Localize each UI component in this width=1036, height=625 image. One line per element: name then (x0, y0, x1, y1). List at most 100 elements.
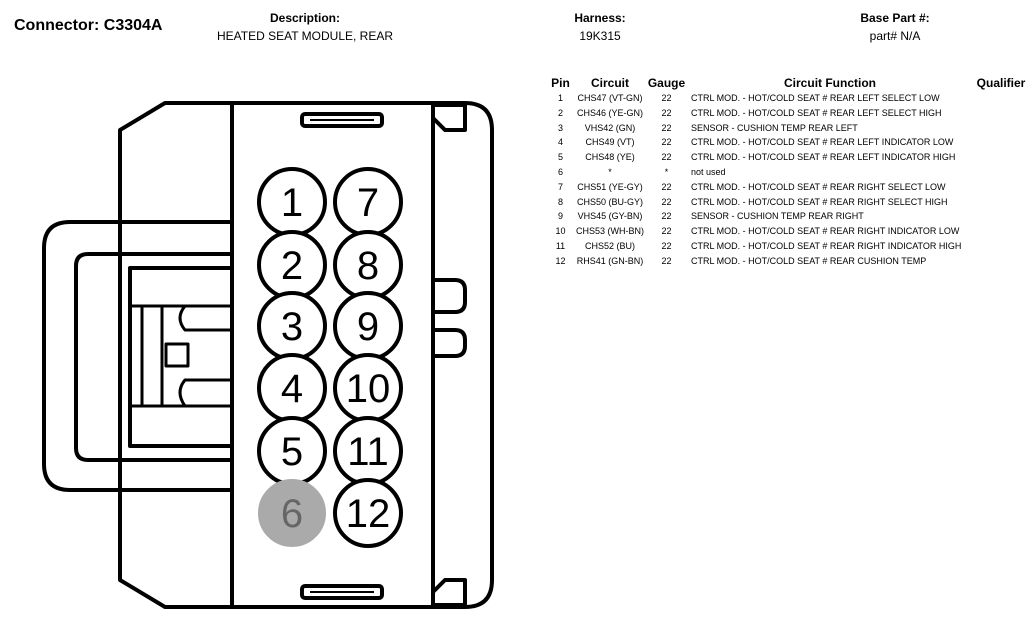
pin-number-label: 8 (357, 244, 379, 288)
cell-pin: 11 (555, 240, 566, 251)
cell-function: CTRL MOD. - HOT/COLD SEAT # REAR LEFT SE… (691, 93, 940, 103)
cell-function: CTRL MOD. - HOT/COLD SEAT # REAR RIGHT I… (691, 226, 960, 237)
cell-gauge: 22 (661, 255, 672, 266)
cell-circuit: * (608, 166, 612, 177)
cell-gauge: 22 (661, 107, 672, 118)
cell-function: CTRL MOD. - HOT/COLD SEAT # REAR RIGHT S… (691, 196, 948, 207)
cell-qualifier (971, 224, 1031, 239)
right-bump-lower (433, 328, 467, 358)
cell-qualifier (971, 239, 1031, 254)
cell-pin: 12 (555, 255, 566, 266)
cell-pin: 4 (557, 137, 563, 148)
cell-qualifier (971, 106, 1031, 121)
cell-qualifier (971, 91, 1031, 106)
pin-number-label: 12 (346, 492, 391, 536)
right-bump-upper (433, 278, 467, 314)
pin-number-label: 9 (357, 305, 379, 349)
cell-circuit: CHS51 (YE-GY) (577, 181, 643, 192)
harness-block: Harness: 19K315 (550, 11, 650, 44)
col-header-function: Circuit Function (784, 76, 877, 90)
table-row: 9 VHS45 (GY-BN) 22 SENSOR - CUSHION TEMP RE… (545, 209, 1031, 224)
cell-gauge: 22 (661, 211, 672, 222)
pin-number-label: 7 (357, 181, 379, 225)
cell-circuit: VHS45 (GY-BN) (577, 211, 643, 222)
cell-circuit: RHS41 (GN-BN) (576, 255, 644, 266)
table-row: 2 CHS46 (YE-GN) 22 CTRL MOD. - HOT/COLD SEA… (545, 106, 1031, 121)
top-key-slot (300, 112, 384, 128)
cell-circuit: CHS46 (YE-GN) (577, 107, 644, 118)
pin-number-label: 10 (346, 367, 391, 411)
cell-pin: 3 (557, 122, 563, 133)
harness-value: 19K315 (579, 29, 621, 43)
latch-housing-outer (42, 220, 232, 492)
cell-qualifier (971, 121, 1031, 136)
cell-circuit: VHS42 (GN) (584, 122, 636, 133)
cell-circuit: CHS47 (VT-GN) (577, 93, 643, 103)
cell-function: CTRL MOD. - HOT/COLD SEAT # REAR RIGHT S… (691, 181, 946, 192)
cell-gauge: 22 (661, 93, 672, 103)
bottom-key-slot (300, 584, 384, 600)
cell-pin: 10 (555, 226, 566, 237)
pin-number-label: 11 (347, 430, 389, 474)
description-value: HEATED SEAT MODULE, REAR (216, 29, 394, 43)
pin-cavity-6 (258, 479, 326, 547)
pin-number-label: 5 (281, 430, 303, 474)
cell-function: CTRL MOD. - HOT/COLD SEAT # REAR LEFT SE… (691, 107, 942, 118)
cell-qualifier (971, 180, 1031, 195)
cell-gauge: 22 (661, 240, 672, 251)
latch-tongue (128, 266, 232, 448)
right-bottom-tab (431, 578, 467, 607)
col-header-circuit: Circuit (591, 76, 630, 90)
table-row: 6**not used (545, 165, 1031, 180)
cell-pin: 2 (557, 107, 563, 118)
latch-button (164, 342, 190, 368)
pin-number-label: 2 (281, 244, 303, 288)
base-part-block: Base Part #: part# N/A (845, 11, 945, 44)
table-row: 11 CHS52 (BU) 22 CTRL MOD. - HOT/COLD SEAT … (545, 239, 1031, 254)
cell-qualifier (971, 254, 1031, 269)
cell-pin: 8 (557, 196, 563, 207)
cell-circuit: CHS49 (VT) (585, 137, 635, 148)
col-header-pin: Pin (551, 76, 570, 90)
connector-title: Connector: C3304A (14, 17, 163, 34)
cell-pin: 9 (557, 211, 563, 222)
cell-function: CTRL MOD. - HOT/COLD SEAT # REAR LEFT IN… (691, 137, 954, 148)
connector-body-outline (118, 101, 494, 609)
cell-circuit: CHS52 (BU) (585, 240, 636, 251)
col-header-qualifier: Qualifier (976, 76, 1026, 90)
pin-number-label: 4 (281, 367, 303, 411)
pin-cavity-12 (333, 478, 403, 548)
cell-pin: 1 (557, 93, 563, 103)
cell-gauge: * (664, 166, 669, 177)
pin-number-label: 1 (281, 181, 303, 225)
table-header-row: Pin Circuit Gauge Circuit Function Quali… (545, 76, 1031, 91)
pin-table: Pin Circuit Gauge Circuit Function Quali… (545, 76, 1031, 269)
cell-qualifier (971, 165, 1031, 180)
cell-qualifier (971, 195, 1031, 210)
cell-function: SENSOR - CUSHION TEMP REAR RIGHT (691, 211, 864, 222)
cell-function: not used (691, 166, 726, 177)
pin-number-label: 3 (281, 305, 303, 349)
cell-circuit: CHS53 (WH-BN) (576, 226, 645, 237)
cell-qualifier (971, 135, 1031, 150)
cell-gauge: 22 (661, 181, 672, 192)
cell-gauge: 22 (661, 122, 672, 133)
harness-label: Harness: (574, 11, 626, 25)
col-header-gauge: Gauge (647, 76, 686, 90)
description-label: Description: (269, 11, 340, 25)
cell-qualifier (971, 209, 1031, 224)
cell-function: CTRL MOD. - HOT/COLD SEAT # REAR RIGHT I… (691, 240, 962, 251)
description-block: Description: HEATED SEAT MODULE, REAR (205, 11, 405, 44)
cell-qualifier (971, 150, 1031, 165)
pin-number-label: 6 (281, 492, 303, 536)
